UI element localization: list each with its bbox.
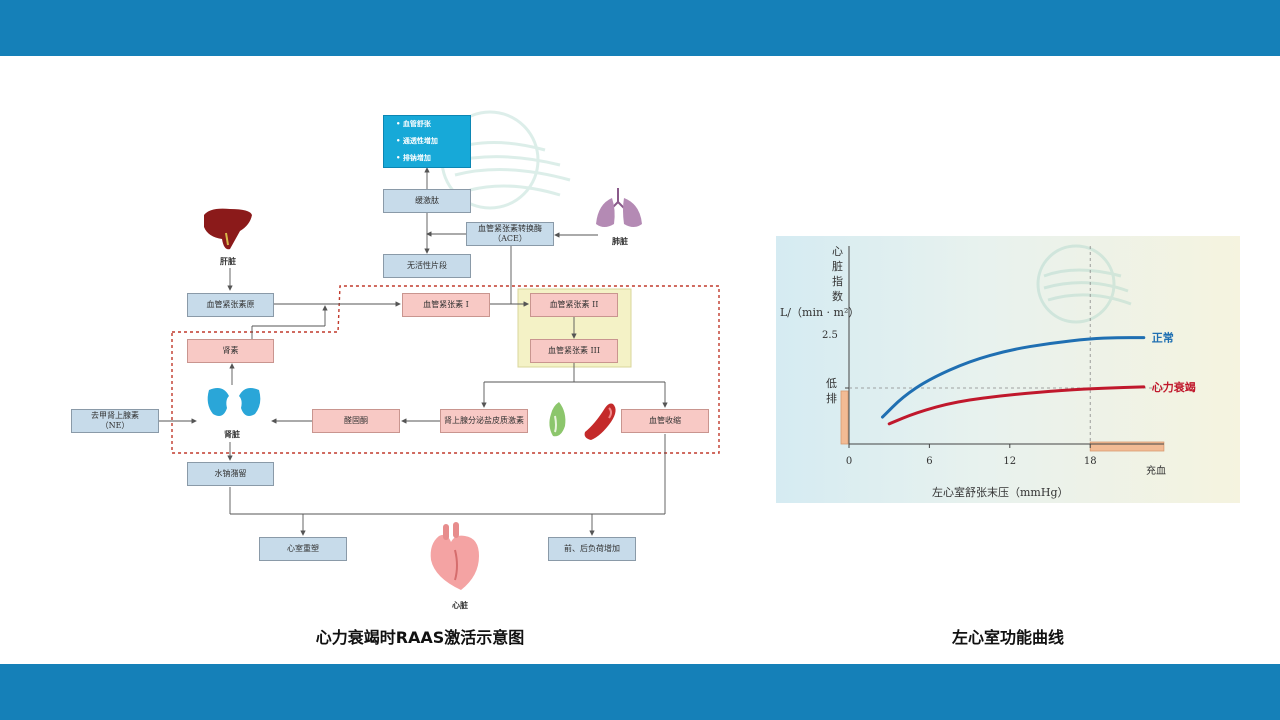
bottom-banner [0, 664, 1280, 720]
x-tick-label: 12 [1003, 456, 1016, 467]
lung-label: 肺脏 [612, 237, 628, 246]
adrenal-gland-icon [545, 400, 569, 444]
aldosterone-box: 醛固酮 [312, 409, 400, 433]
left-caption: 心力衰竭时RAAS激活示意图 [315, 628, 525, 647]
x-tick-label: 0 [846, 456, 852, 467]
series-line-normal [881, 336, 1146, 419]
x-tick-label: 6 [926, 456, 932, 467]
mineralocorticoid-box: 肾上腺分泌盐皮质激素 [440, 409, 528, 433]
effect-natriuresis: • 排钠增加 [396, 154, 431, 162]
liver-icon [200, 205, 256, 257]
effect-vasodilation: • 血管舒张 [396, 120, 431, 128]
series-label-normal: 正常 [1152, 331, 1174, 345]
blood-vessel-icon [583, 402, 619, 446]
low-output-label: 低排 [826, 377, 837, 405]
y-tick-2-5: 2.5 [822, 330, 838, 341]
liver-label: 肝脏 [220, 257, 236, 266]
lung-icon [594, 186, 646, 236]
low-output-band [840, 390, 849, 445]
effect-permeability: • 通透性增加 [396, 137, 438, 145]
series-label-heart-failure: 心力衰竭 [1152, 380, 1196, 394]
watermark-logo [1036, 244, 1132, 324]
renin-box: 肾素 [187, 339, 274, 363]
x-tick-label: 18 [1084, 456, 1097, 467]
heart-icon [425, 520, 485, 596]
congestion-label: 充血 [1146, 466, 1166, 477]
ventricular-remodeling-box: 心室重塑 [259, 537, 347, 561]
bradykinin-box: 缓激肽 [383, 189, 471, 213]
top-banner [0, 0, 1280, 56]
ace-box: 血管紧张素转换酶 （ACE） [466, 222, 554, 246]
kidney-label: 肾脏 [224, 430, 240, 439]
y-axis-vertical-label: 心脏指数 [832, 245, 843, 303]
kidney-icon [203, 384, 265, 428]
series-line-heart-failure [887, 385, 1146, 426]
norepinephrine-box: 去甲肾上腺素 （NE） [71, 409, 159, 433]
load-increase-box: 前、后负荷增加 [548, 537, 636, 561]
angiotensin-3-box: 血管紧张素 III [530, 339, 618, 363]
vasoconstriction-box: 血管收缩 [621, 409, 709, 433]
angiotensin-1-box: 血管紧张素 I [402, 293, 490, 317]
angiotensinogen-box: 血管紧张素原 [187, 293, 274, 317]
water-sodium-retention-box: 水钠潴留 [187, 462, 274, 486]
congestion-band [1089, 441, 1165, 452]
heart-label: 心脏 [452, 601, 468, 610]
y-axis-unit: L/（min · m²） [780, 306, 860, 319]
x-axis-label: 左心室舒张末压（mmHg） [932, 486, 1069, 499]
effects-box: • 血管舒张 • 通透性增加 • 排钠增加 [383, 115, 471, 168]
diagram-connectors [159, 110, 720, 536]
right-caption: 左心室功能曲线 [951, 628, 1064, 647]
raas-diagram: • 血管舒张 • 通透性增加 • 排钠增加 缓激肽 血管紧张素转换酶 （ACE）… [71, 110, 720, 610]
inactive-fragment-box: 无活性片段 [383, 254, 471, 278]
lv-function-chart: 0 6 12 18 正常心力衰竭 心脏指数 L/（min · m²） 2.5 低排 左心… [776, 236, 1240, 503]
angiotensin-2-box: 血管紧张素 II [530, 293, 618, 317]
